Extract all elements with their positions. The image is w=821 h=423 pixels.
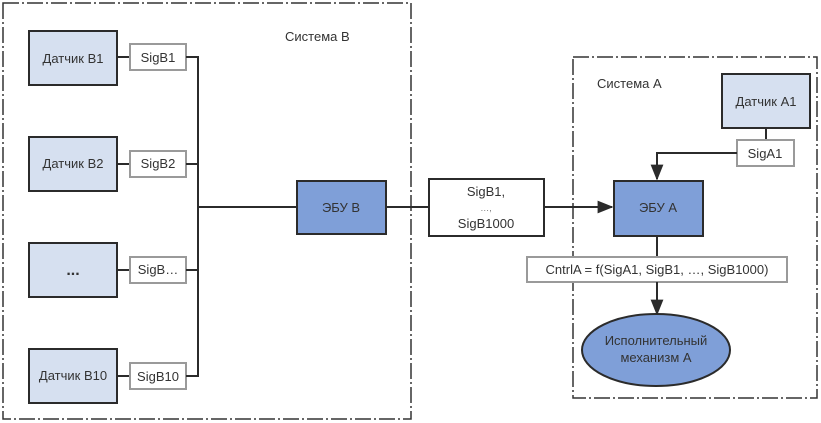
control-formula: CntrlA = f(SigA1, SigB1, …, SigB1000) (546, 262, 769, 277)
signal-b1-label: SigB1 (141, 50, 176, 65)
sig-a1-to-ecu-a-arrow (650, 152, 737, 181)
sensor-b10: Датчик B10 (28, 348, 118, 404)
sensor-b1-label: Датчик B1 (43, 51, 104, 66)
sensor-b10-label: Датчик B10 (39, 368, 107, 383)
sensor-a1-label: Датчик A1 (736, 94, 797, 109)
bus-message-line3: SigB1000 (458, 216, 514, 231)
sensor-b2-label: Датчик B2 (43, 156, 104, 171)
actuator-a-line2: механизм A (620, 350, 691, 365)
sensor-b2: Датчик B2 (28, 136, 118, 192)
signal-b10-label: SigB10 (137, 369, 179, 384)
ecu-a: ЭБУ A (613, 180, 704, 237)
sensor-ellipsis: ... (28, 242, 118, 298)
signal-b10: SigB10 (129, 362, 187, 390)
sensor-ellipsis-label: ... (66, 262, 79, 279)
bus-wiring-b (186, 56, 297, 377)
system-b-title: Система B (285, 29, 350, 44)
ecu-a-label: ЭБУ A (639, 200, 677, 215)
system-a-boundary (572, 56, 818, 399)
signal-a1-label: SigA1 (748, 146, 783, 161)
signal-b2: SigB2 (129, 150, 187, 178)
bus-message-line2: …, (480, 203, 492, 213)
ecu-b: ЭБУ B (296, 180, 387, 235)
control-formula-box: CntrlA = f(SigA1, SigB1, …, SigB1000) (526, 256, 788, 283)
actuator-a-line1: Исполнительный (605, 333, 708, 348)
signal-a1: SigA1 (736, 139, 795, 167)
bus-message-box: SigB1, …, SigB1000 (428, 178, 545, 237)
sensor-a1: Датчик A1 (721, 73, 811, 129)
signal-b2-label: SigB2 (141, 156, 176, 171)
system-b-boundary (2, 2, 412, 420)
signal-ellipsis-label: SigB… (138, 262, 178, 277)
system-a-title: Система A (597, 76, 662, 91)
sensor-b1: Датчик B1 (28, 30, 118, 86)
bus-message-line1: SigB1, (467, 184, 505, 199)
ecu-b-label: ЭБУ B (322, 200, 360, 215)
signal-ellipsis: SigB… (129, 256, 187, 284)
actuator-a: Исполнительный механизм A (581, 313, 731, 387)
signal-b1: SigB1 (129, 43, 187, 71)
